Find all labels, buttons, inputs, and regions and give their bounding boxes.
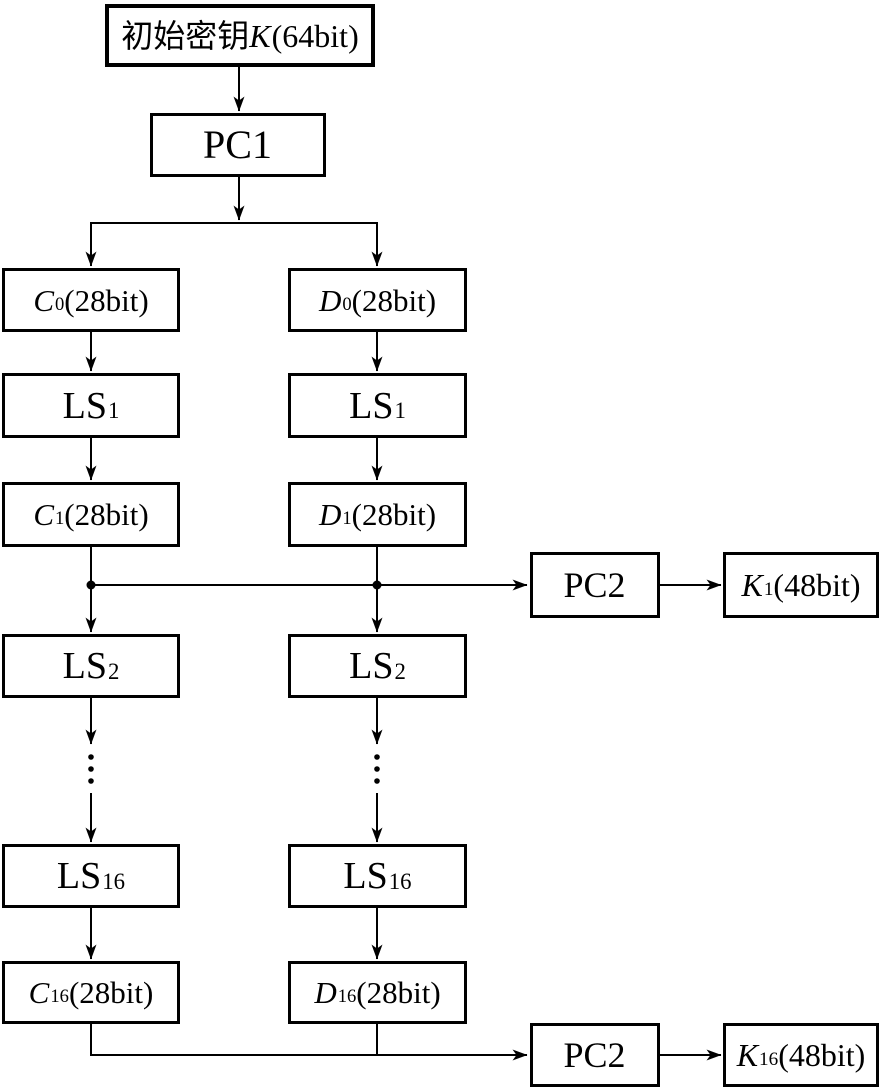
node-label: LS bbox=[62, 384, 107, 427]
node-label: LS bbox=[349, 645, 394, 687]
node-label: 初始密钥 bbox=[121, 17, 250, 54]
ellipsis-dot bbox=[88, 754, 94, 760]
ellipsis-dot bbox=[88, 778, 94, 784]
node-label: LS bbox=[343, 855, 388, 897]
node-label: PC1 bbox=[203, 122, 272, 167]
node-pc2-bottom: PC2 bbox=[530, 1023, 660, 1087]
node-pc2-top: PC2 bbox=[530, 552, 660, 618]
node-label: PC2 bbox=[563, 1035, 626, 1075]
node-label: LS bbox=[62, 645, 107, 687]
junction-dot-d1 bbox=[372, 580, 382, 590]
ellipsis-dot bbox=[374, 766, 380, 772]
node-label: LS bbox=[56, 855, 102, 897]
junction-dot-c1 bbox=[86, 580, 96, 590]
ellipsis-dot bbox=[88, 766, 94, 772]
node-label: LS bbox=[349, 384, 394, 427]
edge-c16-pc2-bottom bbox=[90, 1024, 528, 1061]
node-label: PC2 bbox=[563, 565, 626, 605]
ellipsis-dot bbox=[374, 754, 380, 760]
node-pc1: PC1 bbox=[150, 113, 326, 177]
ellipsis-dot bbox=[374, 778, 380, 784]
